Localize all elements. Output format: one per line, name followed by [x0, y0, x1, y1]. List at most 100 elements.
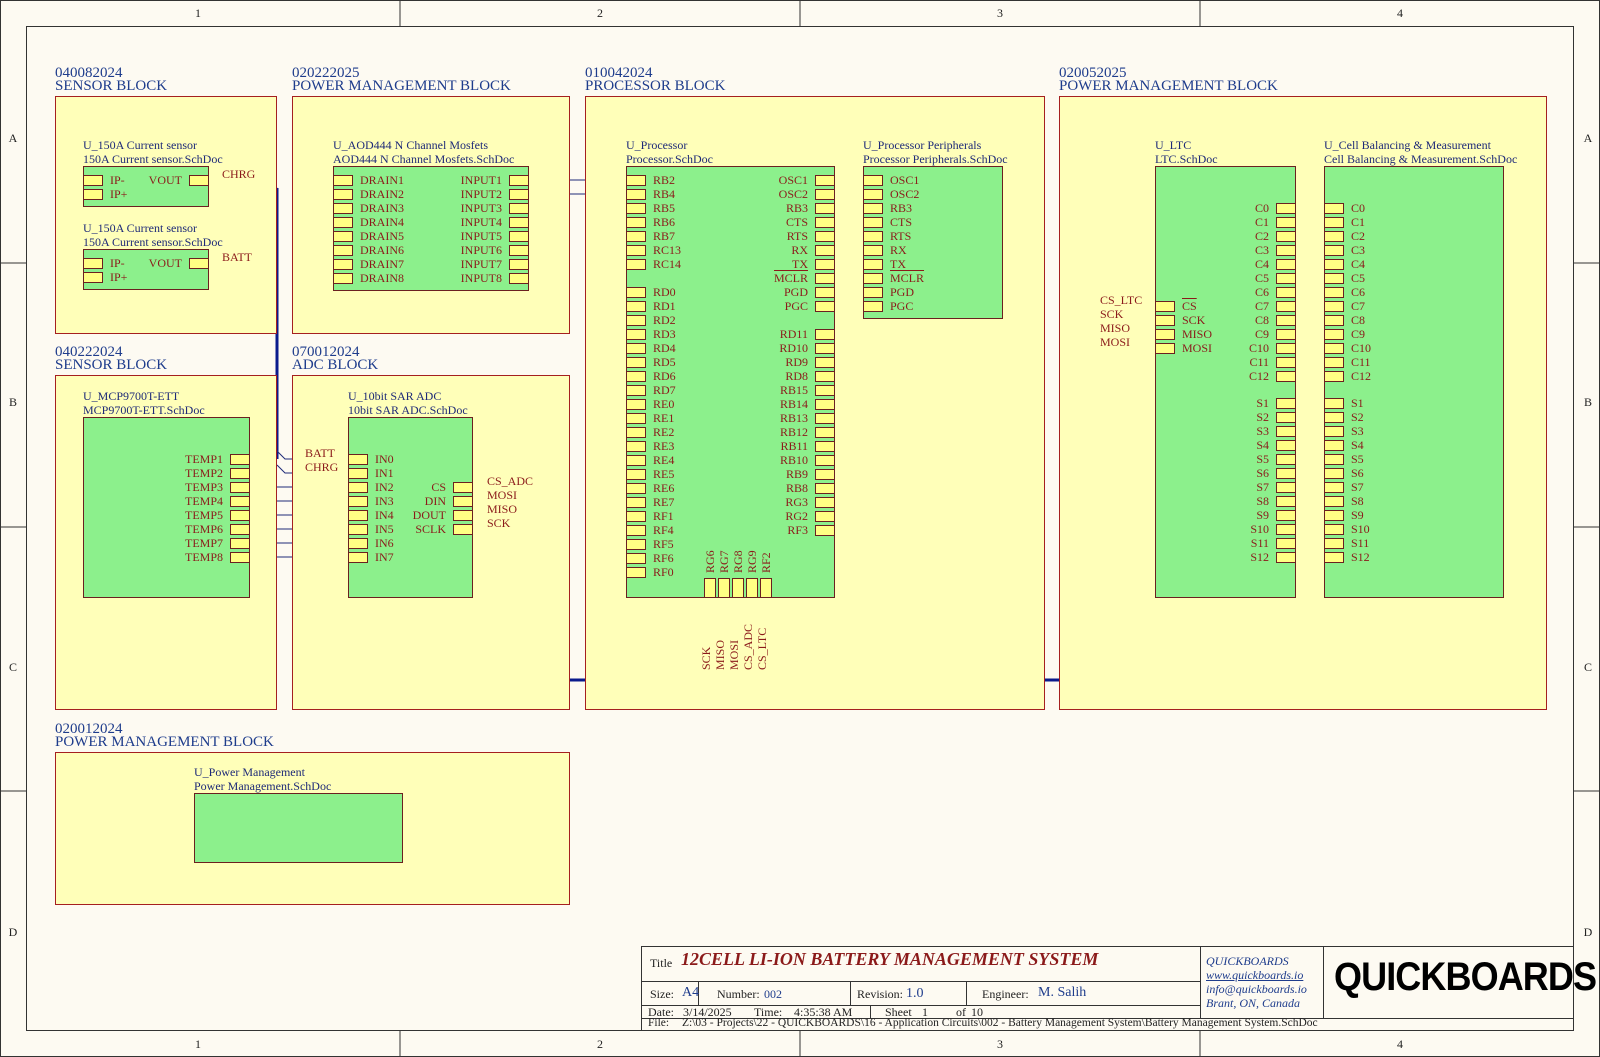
sheet-entry[interactable]: [1324, 398, 1344, 409]
sheet-entry[interactable]: [1324, 412, 1344, 423]
sheet-entry[interactable]: [1276, 217, 1296, 228]
sheet-entry-bottom[interactable]: [718, 578, 730, 598]
sheet-entry[interactable]: [815, 413, 835, 424]
sheet-entry[interactable]: [1324, 454, 1344, 465]
sheet-entry-bottom[interactable]: [760, 578, 772, 598]
sheet-entry[interactable]: [1276, 454, 1296, 465]
sheet-entry[interactable]: [348, 454, 368, 465]
sheet-entry[interactable]: [815, 301, 835, 312]
sheet-entry[interactable]: [333, 189, 353, 200]
sheet-entry[interactable]: [1276, 440, 1296, 451]
sheet-entry[interactable]: [863, 301, 883, 312]
sheet-entry[interactable]: [626, 413, 646, 424]
sheet-entry[interactable]: [509, 273, 529, 284]
sheet-entry[interactable]: [1324, 510, 1344, 521]
sheet-entry[interactable]: [626, 343, 646, 354]
sheet-symbol-periph[interactable]: [863, 166, 1003, 319]
sheet-entry[interactable]: [333, 175, 353, 186]
sheet-entry-bottom[interactable]: [746, 578, 758, 598]
sheet-entry[interactable]: [1276, 538, 1296, 549]
sheet-entry[interactable]: [189, 175, 209, 186]
sheet-entry[interactable]: [1276, 371, 1296, 382]
sheet-entry[interactable]: [626, 385, 646, 396]
sheet-entry[interactable]: [863, 217, 883, 228]
sheet-entry[interactable]: [1324, 426, 1344, 437]
sheet-entry[interactable]: [626, 511, 646, 522]
sheet-entry[interactable]: [230, 482, 250, 493]
sheet-entry[interactable]: [1324, 301, 1344, 312]
sheet-entry[interactable]: [333, 245, 353, 256]
sheet-entry[interactable]: [626, 245, 646, 256]
sheet-entry[interactable]: [509, 217, 529, 228]
sheet-symbol-cs1[interactable]: [83, 166, 209, 207]
company-website[interactable]: www.quickboards.io: [1206, 968, 1303, 983]
sheet-entry[interactable]: [189, 258, 209, 269]
sheet-entry[interactable]: [815, 259, 835, 270]
sheet-entry[interactable]: [626, 539, 646, 550]
sheet-entry[interactable]: [815, 189, 835, 200]
sheet-entry[interactable]: [1324, 371, 1344, 382]
sheet-entry[interactable]: [626, 497, 646, 508]
sheet-entry[interactable]: [453, 496, 473, 507]
sheet-entry[interactable]: [1276, 496, 1296, 507]
sheet-entry[interactable]: [1276, 259, 1296, 270]
sheet-entry-bottom[interactable]: [704, 578, 716, 598]
sheet-entry[interactable]: [1324, 524, 1344, 535]
sheet-entry[interactable]: [1276, 426, 1296, 437]
sheet-entry[interactable]: [1276, 245, 1296, 256]
sheet-entry[interactable]: [815, 329, 835, 340]
sheet-entry[interactable]: [1276, 287, 1296, 298]
sheet-entry[interactable]: [1276, 315, 1296, 326]
sheet-entry[interactable]: [1276, 524, 1296, 535]
sheet-entry[interactable]: [333, 273, 353, 284]
sheet-entry[interactable]: [509, 189, 529, 200]
sheet-entry[interactable]: [230, 510, 250, 521]
sheet-entry[interactable]: [1324, 496, 1344, 507]
sheet-entry[interactable]: [815, 497, 835, 508]
sheet-entry[interactable]: [863, 175, 883, 186]
company-email[interactable]: info@quickboards.io: [1206, 982, 1307, 997]
sheet-entry[interactable]: [815, 427, 835, 438]
sheet-entry[interactable]: [230, 524, 250, 535]
sheet-entry[interactable]: [626, 329, 646, 340]
sheet-entry[interactable]: [863, 245, 883, 256]
sheet-entry[interactable]: [815, 273, 835, 284]
sheet-entry[interactable]: [1276, 412, 1296, 423]
sheet-symbol-adc[interactable]: [348, 417, 473, 598]
sheet-entry[interactable]: [1324, 217, 1344, 228]
sheet-entry[interactable]: [815, 511, 835, 522]
sheet-entry[interactable]: [83, 189, 103, 200]
sheet-entry[interactable]: [1276, 552, 1296, 563]
sheet-entry[interactable]: [626, 427, 646, 438]
sheet-entry[interactable]: [815, 357, 835, 368]
sheet-entry[interactable]: [815, 175, 835, 186]
sheet-symbol-pm[interactable]: [194, 793, 403, 863]
sheet-entry[interactable]: [815, 399, 835, 410]
sheet-entry[interactable]: [348, 538, 368, 549]
sheet-entry[interactable]: [509, 175, 529, 186]
sheet-entry[interactable]: [626, 567, 646, 578]
sheet-entry[interactable]: [1276, 343, 1296, 354]
sheet-entry[interactable]: [626, 203, 646, 214]
sheet-entry[interactable]: [1324, 245, 1344, 256]
sheet-entry[interactable]: [1324, 343, 1344, 354]
sheet-entry[interactable]: [626, 189, 646, 200]
sheet-entry[interactable]: [863, 189, 883, 200]
sheet-entry[interactable]: [863, 273, 883, 284]
sheet-entry[interactable]: [509, 203, 529, 214]
sheet-entry[interactable]: [1324, 273, 1344, 284]
sheet-entry[interactable]: [509, 245, 529, 256]
sheet-entry[interactable]: [1276, 301, 1296, 312]
sheet-symbol-cs2[interactable]: [83, 249, 209, 290]
sheet-entry[interactable]: [1324, 482, 1344, 493]
sheet-entry[interactable]: [626, 455, 646, 466]
sheet-entry[interactable]: [626, 301, 646, 312]
sheet-entry[interactable]: [626, 441, 646, 452]
sheet-entry[interactable]: [509, 259, 529, 270]
sheet-entry[interactable]: [626, 287, 646, 298]
sheet-entry[interactable]: [815, 455, 835, 466]
sheet-entry[interactable]: [626, 175, 646, 186]
sheet-entry[interactable]: [815, 245, 835, 256]
sheet-entry[interactable]: [815, 385, 835, 396]
sheet-entry[interactable]: [333, 259, 353, 270]
